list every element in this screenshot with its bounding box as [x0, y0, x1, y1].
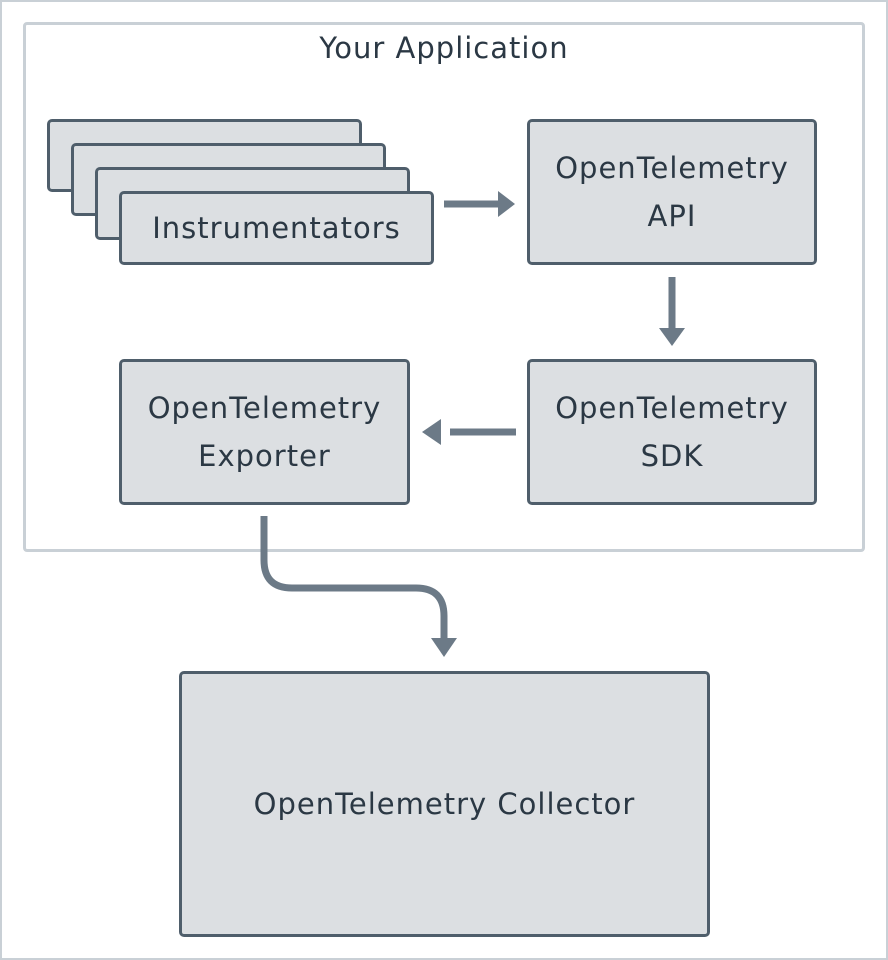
instrumentators-box: Instrumentators: [119, 191, 434, 265]
application-title: Your Application: [319, 31, 569, 65]
sdk-label-line-1: OpenTelemetry: [555, 391, 789, 425]
api-label-line-1: OpenTelemetry: [555, 151, 789, 185]
arrowhead-down-collector: [431, 638, 457, 657]
opentelemetry-api-box: OpenTelemetry API: [527, 119, 817, 265]
opentelemetry-collector-box: OpenTelemetry Collector: [179, 671, 710, 937]
arrowhead-right: [498, 191, 515, 217]
arrowhead-down-sdk: [659, 328, 685, 346]
collector-label: OpenTelemetry Collector: [253, 787, 636, 821]
sdk-label-line-2: SDK: [640, 439, 704, 473]
exporter-label-line-2: Exporter: [198, 439, 331, 473]
exporter-label-line-1: OpenTelemetry: [147, 391, 382, 425]
opentelemetry-sdk-box: OpenTelemetry SDK: [527, 359, 817, 505]
opentelemetry-exporter-box: OpenTelemetry Exporter: [119, 359, 410, 505]
api-label-line-2: API: [647, 199, 697, 233]
instrumentators-label: Instrumentators: [152, 211, 401, 245]
arrow-exporter-to-collector: [260, 516, 448, 640]
arrowhead-left: [422, 419, 441, 445]
